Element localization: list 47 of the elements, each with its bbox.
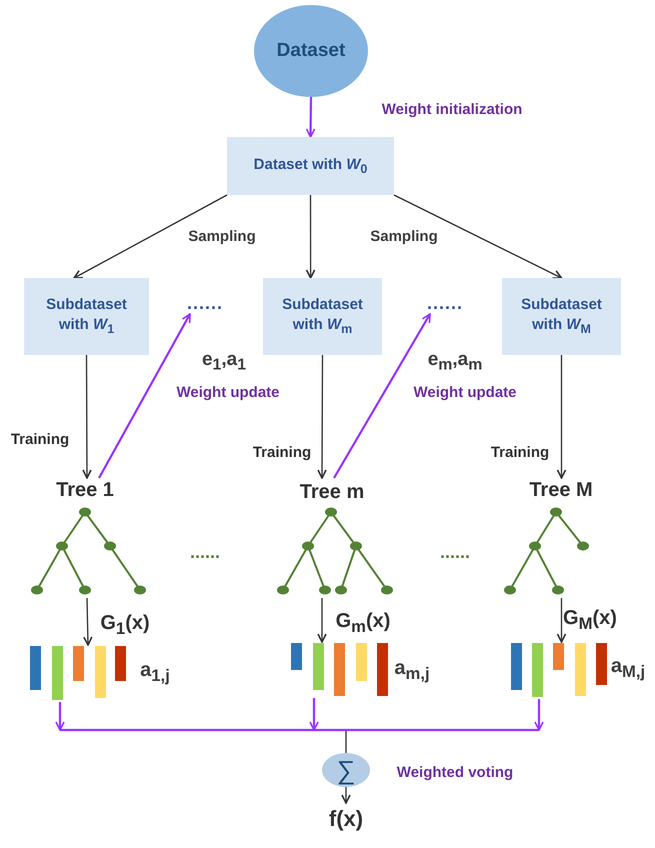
weight-label: a$_{1,j}$ [140, 658, 170, 686]
arrow [73, 194, 228, 279]
arrow [82, 355, 92, 479]
arrow [394, 194, 562, 279]
node-label: Dataset [276, 40, 346, 62]
arrow [317, 355, 327, 479]
arrow [98, 313, 191, 479]
annotation: Sampling [370, 228, 438, 246]
arrow [317, 598, 327, 643]
edge-label: Training [490, 444, 550, 462]
process-box: Subdataset with W$_{m}$ [263, 278, 382, 355]
arrow [83, 598, 93, 646]
annotation: Weight update [413, 384, 517, 402]
arrow [306, 96, 316, 138]
tree-label: Tree m [300, 481, 364, 503]
process-box: Subdataset with W$_{1}$ [24, 278, 149, 355]
arrow [341, 787, 351, 804]
process-box: Subdataset with W$_{M}$ [502, 278, 621, 355]
weight-label: a$_{m,j}$ [394, 656, 430, 684]
edge-label: Training [252, 444, 312, 462]
edge-label: Weight initialization [382, 102, 522, 118]
arrow [306, 195, 316, 279]
annotation: e$_{m}$,a$_{m}$ [428, 350, 482, 374]
annotation: Sampling [188, 228, 256, 246]
edge-label: G$_{M}$(x) [563, 606, 617, 634]
sum-symbol: ∑ [336, 754, 356, 786]
annotation: Weighted voting [396, 764, 514, 782]
arrow [333, 313, 431, 479]
arrow [556, 355, 566, 479]
ellipsis-dots: ...... [190, 543, 220, 563]
edge-label: Training [10, 432, 70, 448]
tree-label: Tree 1 [56, 479, 114, 501]
process-box: Dataset with W$_{0}$ [227, 137, 394, 195]
tree-label: Tree M [529, 479, 593, 501]
ellipsis-dots: ...... [426, 294, 463, 312]
edge-label: G$_{1}$(x) [100, 612, 150, 638]
output-label: f(x) [328, 806, 364, 832]
ellipsis-dots: ...... [186, 294, 223, 312]
weight-label: a$_{M,j}$ [610, 654, 646, 682]
ellipsis-dots: ...... [440, 543, 470, 563]
arrow [556, 598, 566, 643]
arrow [55, 702, 65, 731]
annotation: e$_{1}$,a$_{1}$ [202, 350, 246, 374]
annotation: Weight update [176, 384, 280, 402]
edge-label: G$_{m}$(x) [336, 610, 390, 636]
arrow [534, 699, 544, 731]
arrow [309, 698, 319, 731]
